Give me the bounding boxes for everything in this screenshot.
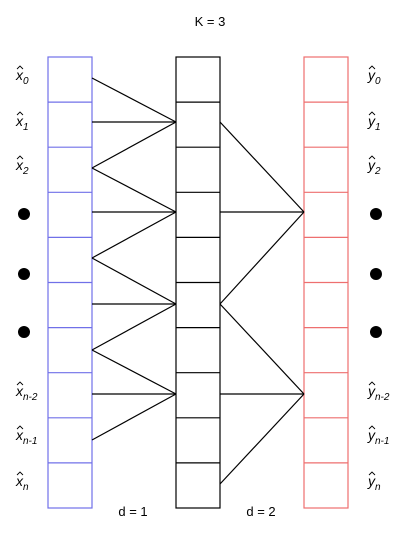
hat-accent-icon: [368, 425, 376, 430]
connection-line: [91, 393, 177, 441]
input-label: xn-1: [15, 427, 37, 447]
connection-line: [91, 303, 177, 351]
output-ellipsis-dot: [370, 268, 382, 280]
input-label: x1: [15, 113, 29, 133]
hat-accent-icon: [16, 65, 24, 70]
output-ellipsis-dot: [370, 208, 382, 220]
input-ellipsis-dot: [18, 268, 30, 280]
output-label: yn: [367, 473, 381, 493]
dilation-right-label: d = 2: [246, 504, 275, 519]
hat-accent-icon: [368, 381, 376, 386]
connection-line: [219, 211, 305, 305]
hat-accent-icon: [368, 65, 376, 70]
output-labels: y0 y1 y2 yn-2 yn-1 yn: [367, 65, 390, 493]
dilation-left-label: d = 1: [118, 504, 147, 519]
input-column: [47, 56, 93, 509]
connection-line: [91, 167, 177, 213]
output-label: y0: [367, 67, 381, 87]
hat-accent-icon: [368, 155, 376, 160]
hat-accent-icon: [16, 111, 24, 116]
output-label: yn-1: [367, 427, 389, 447]
connections: [91, 77, 305, 485]
input-label: x2: [15, 157, 29, 177]
hat-accent-icon: [368, 111, 376, 116]
connection-line: [91, 257, 177, 305]
input-ellipsis-dot: [18, 208, 30, 220]
connection-line: [91, 349, 177, 395]
input-ellipsis-dot: [18, 326, 30, 338]
output-label: yn-2: [367, 383, 390, 403]
connection-line: [219, 121, 305, 213]
connection-line: [91, 121, 177, 169]
connection-line: [219, 303, 305, 395]
hat-accent-icon: [16, 155, 24, 160]
output-column: [303, 56, 349, 509]
hat-accent-icon: [16, 425, 24, 430]
output-label: y1: [367, 113, 381, 133]
input-labels: x0 x1 x2 xn-2 xn-1 xn: [15, 65, 38, 493]
input-label: x0: [15, 67, 29, 87]
input-label: xn-2: [15, 383, 38, 403]
connection-line: [219, 393, 305, 485]
hidden-column: [175, 56, 221, 509]
input-label: xn: [15, 473, 29, 493]
output-ellipsis-dot: [370, 326, 382, 338]
connection-line: [91, 77, 177, 123]
hat-accent-icon: [16, 471, 24, 476]
hat-accent-icon: [16, 381, 24, 386]
kernel-size-label: K = 3: [195, 14, 226, 29]
connection-line: [91, 211, 177, 259]
output-label: y2: [367, 157, 381, 177]
hat-accent-icon: [368, 471, 376, 476]
